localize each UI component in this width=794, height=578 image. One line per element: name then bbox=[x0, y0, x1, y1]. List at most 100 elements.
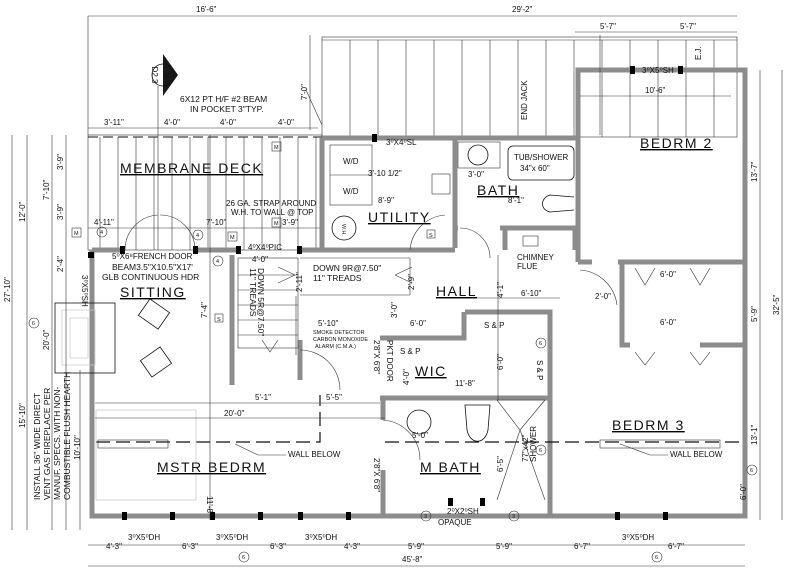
tag-m: M bbox=[71, 227, 82, 238]
window-bedrm2-sh: 3⁰X5⁰SH bbox=[642, 66, 674, 75]
note-shower: SHOWER bbox=[529, 426, 538, 462]
dim-bottom: 6'-7" bbox=[574, 542, 590, 551]
tag-circle-6: 6 bbox=[28, 317, 40, 329]
dim-hall: 2'-0" bbox=[595, 292, 611, 301]
room-label-wic: WIC bbox=[415, 363, 447, 379]
fixtures bbox=[329, 141, 575, 501]
dim-bottom: 4'-3" bbox=[106, 542, 122, 551]
svg-text:6: 6 bbox=[539, 341, 542, 347]
note-stair-down-5r: DOWN 5R@7.50" bbox=[256, 268, 266, 336]
room-label-m-bath: M BATH bbox=[420, 459, 481, 475]
window-labels: 3⁰X4⁰SL 3⁰X5⁰SH 3⁰X5⁰SH 4⁰X4⁰PIC 3⁰X5⁰DH… bbox=[80, 66, 674, 542]
dim-bottom: 6'-7" bbox=[668, 542, 684, 551]
notes: 6X12 PT H/F #2 BEAM IN POCKET 3"TYP. 26 … bbox=[32, 46, 723, 527]
dim-roof: 7'-0" bbox=[300, 84, 309, 100]
note-beam-pocket: IN POCKET 3"TYP. bbox=[190, 104, 264, 114]
tag-m: M bbox=[271, 217, 282, 228]
dim-bottom: 4'-3" bbox=[344, 542, 360, 551]
dim-deck: 4'-0" bbox=[164, 118, 180, 127]
note-tub: TUB/SHOWER bbox=[514, 153, 568, 162]
note-glb-beam: BEAM3.5"X10.5"X17' bbox=[112, 262, 193, 272]
tag-circle-4: 4 bbox=[96, 226, 108, 238]
tag-circle-6: 6 bbox=[746, 464, 758, 476]
dim-mbath: 6'-5" bbox=[496, 456, 505, 472]
wall-below-lines bbox=[96, 395, 740, 449]
dim-left: 20'-0" bbox=[42, 329, 51, 350]
note-opaque: OPAQUE bbox=[438, 518, 472, 527]
dim-right: 32'-5" bbox=[772, 294, 781, 315]
svg-text:6: 6 bbox=[750, 468, 753, 474]
tag-circle-4: 4 bbox=[212, 255, 224, 267]
dim-closet: 6'-0" bbox=[660, 318, 676, 327]
window-bath-sh: 2⁰X2⁰SH bbox=[447, 507, 479, 516]
dim-left: 12'-0" bbox=[18, 201, 27, 222]
dim-left: 10'-10" bbox=[73, 435, 82, 460]
dim-stair: 2'-9" bbox=[407, 274, 416, 290]
dim-left: 3'-9" bbox=[56, 204, 65, 220]
note-shower-size: 77"x42" bbox=[521, 434, 530, 462]
tag-circle-3: 3 bbox=[508, 510, 520, 522]
note-wall-below: WALL BELOW bbox=[288, 450, 341, 459]
note-sp-3: S & P bbox=[535, 360, 544, 380]
chairs bbox=[95, 298, 197, 501]
dim-left: 2'-4" bbox=[56, 256, 65, 272]
dim-top-left: 16'-6" bbox=[196, 5, 217, 14]
note-beam: 6X12 PT H/F #2 BEAM bbox=[180, 94, 267, 104]
dim-wic: 4'-0" bbox=[402, 369, 411, 385]
dim-wic: 6'-0" bbox=[496, 354, 505, 370]
dim-deck: 4'-0" bbox=[220, 118, 236, 127]
note-chimney: CHIMNEY bbox=[517, 253, 555, 262]
dim-b2-width: 10'-6" bbox=[645, 86, 666, 95]
dim-right: 6'-0" bbox=[739, 484, 748, 500]
dim-closet: 6'-0" bbox=[660, 270, 676, 279]
note-stair-treads: 11" TREADS bbox=[313, 273, 362, 283]
dim-left: 15'-10" bbox=[18, 403, 27, 428]
svg-text:6: 6 bbox=[539, 448, 542, 454]
svg-text:S: S bbox=[429, 233, 433, 239]
window-posts bbox=[88, 66, 683, 520]
dim-deck: 4'-0" bbox=[278, 118, 294, 127]
dim-b2-b: 5'-7" bbox=[680, 22, 696, 31]
window-bedrm3-dh: 3⁰X5⁰DH bbox=[622, 533, 654, 542]
room-label-mstr-bedrm: MSTR BEDRM bbox=[157, 459, 266, 475]
note-sp-1: S & P bbox=[484, 321, 504, 330]
membrane-deck bbox=[87, 134, 323, 251]
svg-text:4: 4 bbox=[100, 230, 103, 236]
smoke-detector-tag: S bbox=[426, 229, 436, 239]
dim-mstr: 11'-8" bbox=[205, 496, 214, 516]
tags: M M M M 4 4 4 6 6 6 6 6 6 3 3 S S bbox=[28, 141, 758, 563]
room-label-bedrm-3: BEDRM 3 bbox=[612, 417, 685, 433]
dim-left: 7'-10" bbox=[42, 179, 51, 200]
walls bbox=[89, 67, 748, 519]
dim-hall: 5'-10" bbox=[318, 319, 339, 328]
svg-text:M: M bbox=[274, 145, 279, 151]
room-labels: MEMBRANE DECK SITTING MSTR BEDRM HALL WI… bbox=[120, 135, 711, 475]
dim-hall: 6'-10" bbox=[521, 289, 542, 298]
fireplace-note: INSTALL 36" WIDE DIRECT VENT GAS FIREPLA… bbox=[32, 372, 72, 500]
room-label-membrane-deck: MEMBRANE DECK bbox=[120, 160, 263, 176]
dim-pic: 4'-0" bbox=[252, 255, 268, 264]
svg-text:4: 4 bbox=[196, 233, 199, 239]
note-strap-2: W.H. TO WALL @ TOP bbox=[231, 208, 314, 217]
dim-bottom: 5'-9" bbox=[496, 542, 512, 551]
note-flue: FLUE bbox=[517, 262, 537, 271]
washer-dryer-2: W/D bbox=[343, 187, 359, 196]
tag-circle-6: 6 bbox=[535, 444, 547, 456]
dimensions: 16'-6" 29'-2" 5'-7" 5'-7" 10'-6" 7'-0" 3… bbox=[3, 5, 781, 564]
dim-top-right: 29'-2" bbox=[512, 5, 533, 14]
dim-stair: 2'-11" bbox=[295, 272, 304, 292]
dim-bath: 8'-1" bbox=[508, 196, 524, 205]
dim-bath: 3'-0" bbox=[468, 170, 484, 179]
svg-text:M: M bbox=[230, 235, 235, 241]
fireplace-note-2: VENT GAS FIREPLACE PER bbox=[42, 388, 52, 500]
room-label-utility: UTILITY bbox=[368, 209, 431, 225]
dimension-lines bbox=[11, 15, 783, 567]
dim-deck: 4'-11" bbox=[94, 218, 114, 227]
svg-text:3: 3 bbox=[424, 514, 427, 520]
room-label-hall: HALL bbox=[436, 283, 477, 299]
room-label-sitting: SITTING bbox=[120, 284, 186, 300]
tag-m: M bbox=[227, 231, 238, 242]
dim-hall: 4'-1" bbox=[496, 282, 505, 298]
dim-deck: 3'-11" bbox=[104, 118, 124, 127]
